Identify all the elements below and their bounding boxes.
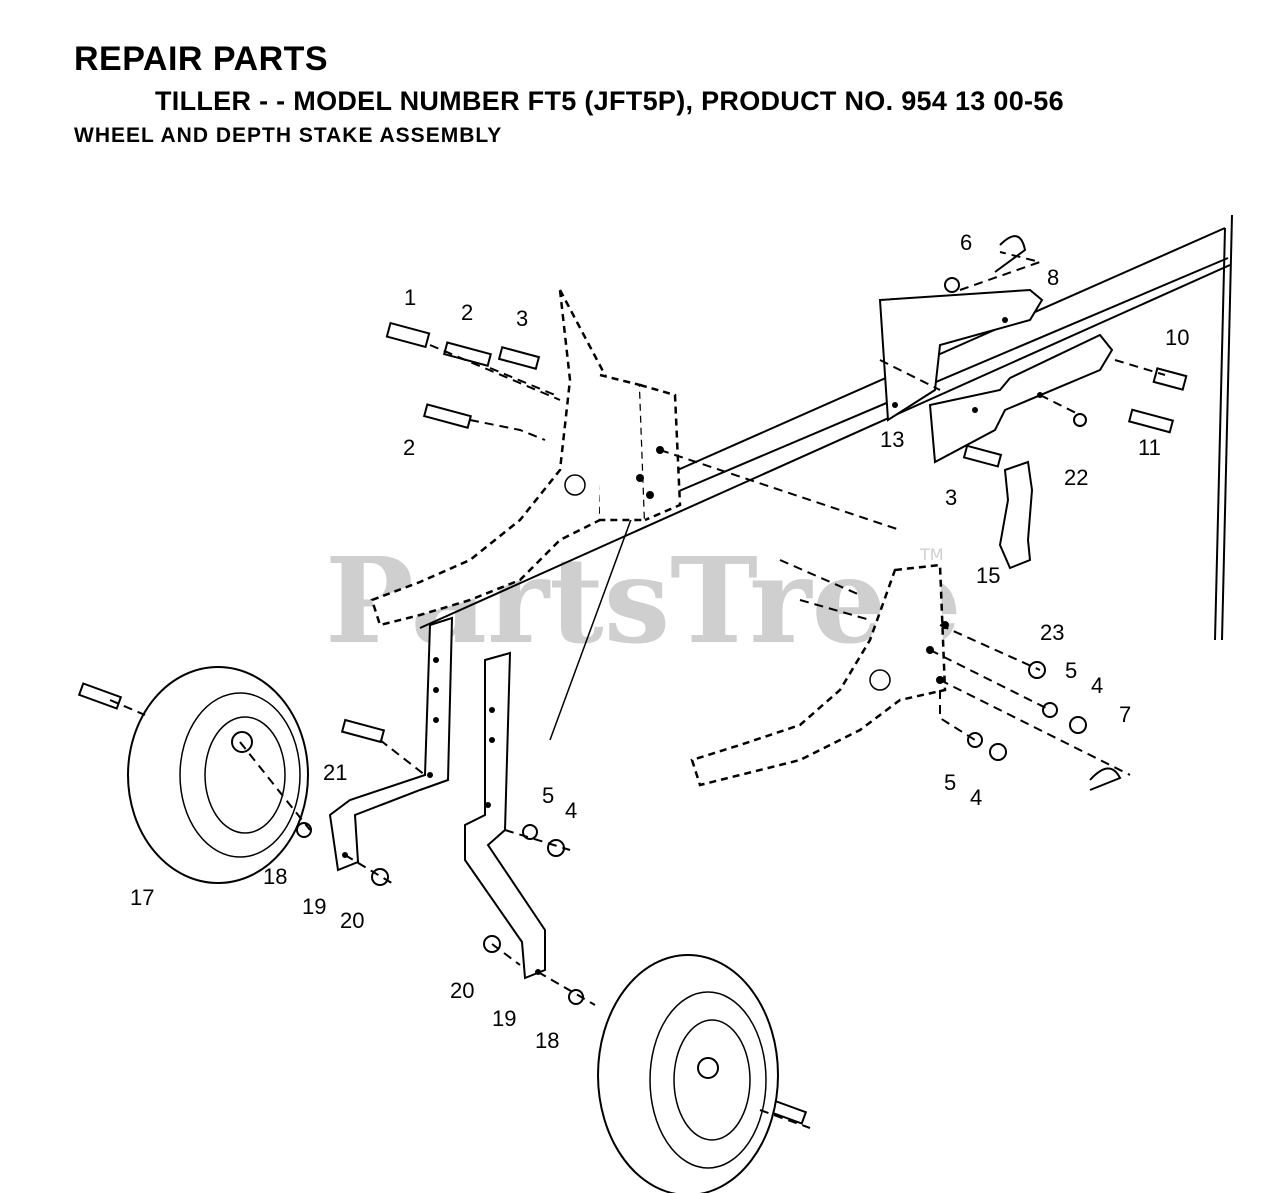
depth-stake	[998, 460, 1034, 570]
callout-2-top: 2	[461, 300, 473, 325]
watermark-tm: TM	[919, 545, 944, 564]
callout-7: 7	[1119, 702, 1131, 727]
nuts-and-washers	[296, 413, 1087, 1005]
callout-4-lower: 4	[970, 785, 982, 810]
callout-3-top: 3	[516, 306, 528, 331]
bolts	[77, 321, 1175, 1125]
callout-11: 11	[1138, 435, 1161, 460]
wheel-right	[597, 954, 779, 1193]
callout-5-lower: 5	[944, 770, 956, 795]
callout-17: 17	[130, 885, 154, 910]
page-title: REPAIR PARTS	[74, 40, 329, 78]
callout-6: 6	[960, 230, 972, 255]
callout-18-left: 18	[263, 864, 287, 889]
callout-20-left: 20	[340, 908, 364, 933]
callout-4-right: 4	[1091, 673, 1103, 698]
callout-5-right: 5	[1065, 658, 1077, 683]
callout-3-right: 3	[945, 485, 957, 510]
wheel-brackets	[328, 616, 546, 980]
callout-19-right: 19	[492, 1006, 516, 1031]
assembly-lines	[109, 251, 1166, 1129]
right-bracket	[690, 563, 949, 787]
callout-19-left: 19	[302, 894, 326, 919]
callout-23: 23	[1040, 620, 1064, 645]
wheel-left	[127, 666, 309, 884]
callout-15: 15	[976, 563, 1000, 588]
callout-4-mid: 4	[565, 798, 577, 823]
callout-5-mid: 5	[542, 783, 554, 808]
callouts: 1 2 2 3 3 6 8 10 11 13 22 15 23 5 4 7 5 …	[130, 230, 1189, 1053]
callout-20-right: 20	[450, 978, 474, 1003]
callout-8: 8	[1047, 265, 1059, 290]
callout-2-left: 2	[403, 435, 415, 460]
left-bracket	[370, 289, 682, 627]
callout-13: 13	[880, 427, 904, 452]
callout-22: 22	[1064, 465, 1088, 490]
callout-10: 10	[1165, 325, 1189, 350]
callout-18-right: 18	[535, 1028, 559, 1053]
assembly-title: WHEEL AND DEPTH STAKE ASSEMBLY	[74, 124, 503, 147]
callout-1: 1	[404, 285, 416, 310]
depth-stake-plates	[878, 288, 1114, 464]
callout-21: 21	[323, 760, 347, 785]
model-subtitle: TILLER - - MODEL NUMBER FT5 (JFT5P), PRO…	[155, 86, 1064, 116]
